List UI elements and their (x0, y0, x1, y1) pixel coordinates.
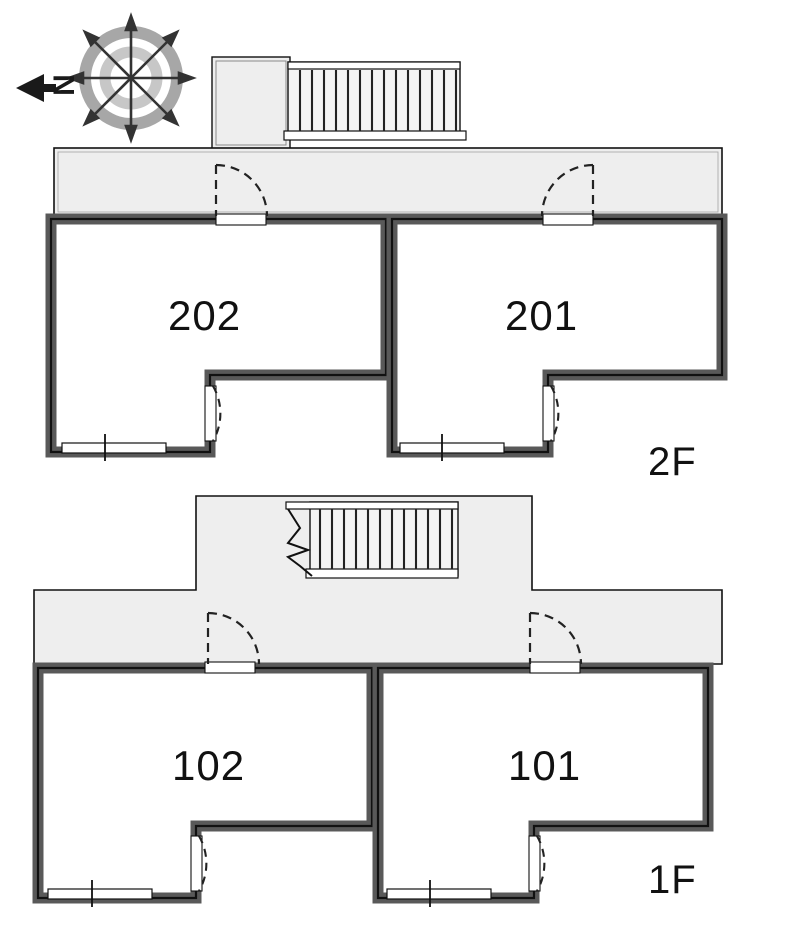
balcony-door-opening-201 (542, 385, 555, 442)
window-201 (399, 434, 505, 461)
room-201 (386, 213, 728, 458)
floor-label-2f: 2F (648, 440, 697, 484)
door-opening-102 (204, 661, 256, 674)
stair-treads-2f (298, 70, 458, 131)
balcony-door-opening-102 (190, 835, 203, 892)
door-202 (214, 163, 269, 217)
stair-treads-1f (318, 509, 454, 569)
north-arrow-icon (16, 74, 56, 102)
room-label-201: 201 (505, 292, 579, 339)
compass-rose (65, 12, 197, 144)
window-102 (47, 880, 153, 907)
window-202 (61, 434, 167, 461)
door-101 (528, 611, 583, 665)
compass-north-label: N (47, 74, 81, 96)
balcony-door-opening-101 (528, 835, 541, 892)
door-opening-101 (529, 661, 581, 674)
entrance-corridor-1f (33, 495, 723, 665)
floor-label-1f: 1F (648, 858, 697, 902)
balcony-door-202 (212, 385, 222, 442)
door-opening-201 (542, 213, 594, 226)
stair-up-arrow-icon (285, 508, 313, 577)
balcony-door-opening-202 (204, 385, 217, 442)
balcony-door-102 (198, 835, 208, 892)
door-102 (206, 611, 261, 665)
balcony-door-101 (536, 835, 546, 892)
room-label-101: 101 (508, 742, 582, 789)
door-201 (540, 163, 595, 217)
door-opening-202 (215, 213, 267, 226)
exterior-corridor-2f (53, 147, 723, 217)
balcony-door-201 (550, 385, 560, 442)
window-101 (386, 880, 492, 907)
room-202 (45, 213, 392, 458)
room-label-202: 202 (168, 292, 242, 339)
staircase-2f (283, 61, 467, 141)
room-label-102: 102 (172, 742, 246, 789)
floor-2f-group (45, 56, 728, 461)
stair-landing-2f (211, 56, 291, 150)
room-101 (372, 662, 714, 904)
room-102 (32, 662, 378, 904)
staircase-1f (285, 501, 459, 579)
floor-1f-group (32, 495, 723, 907)
